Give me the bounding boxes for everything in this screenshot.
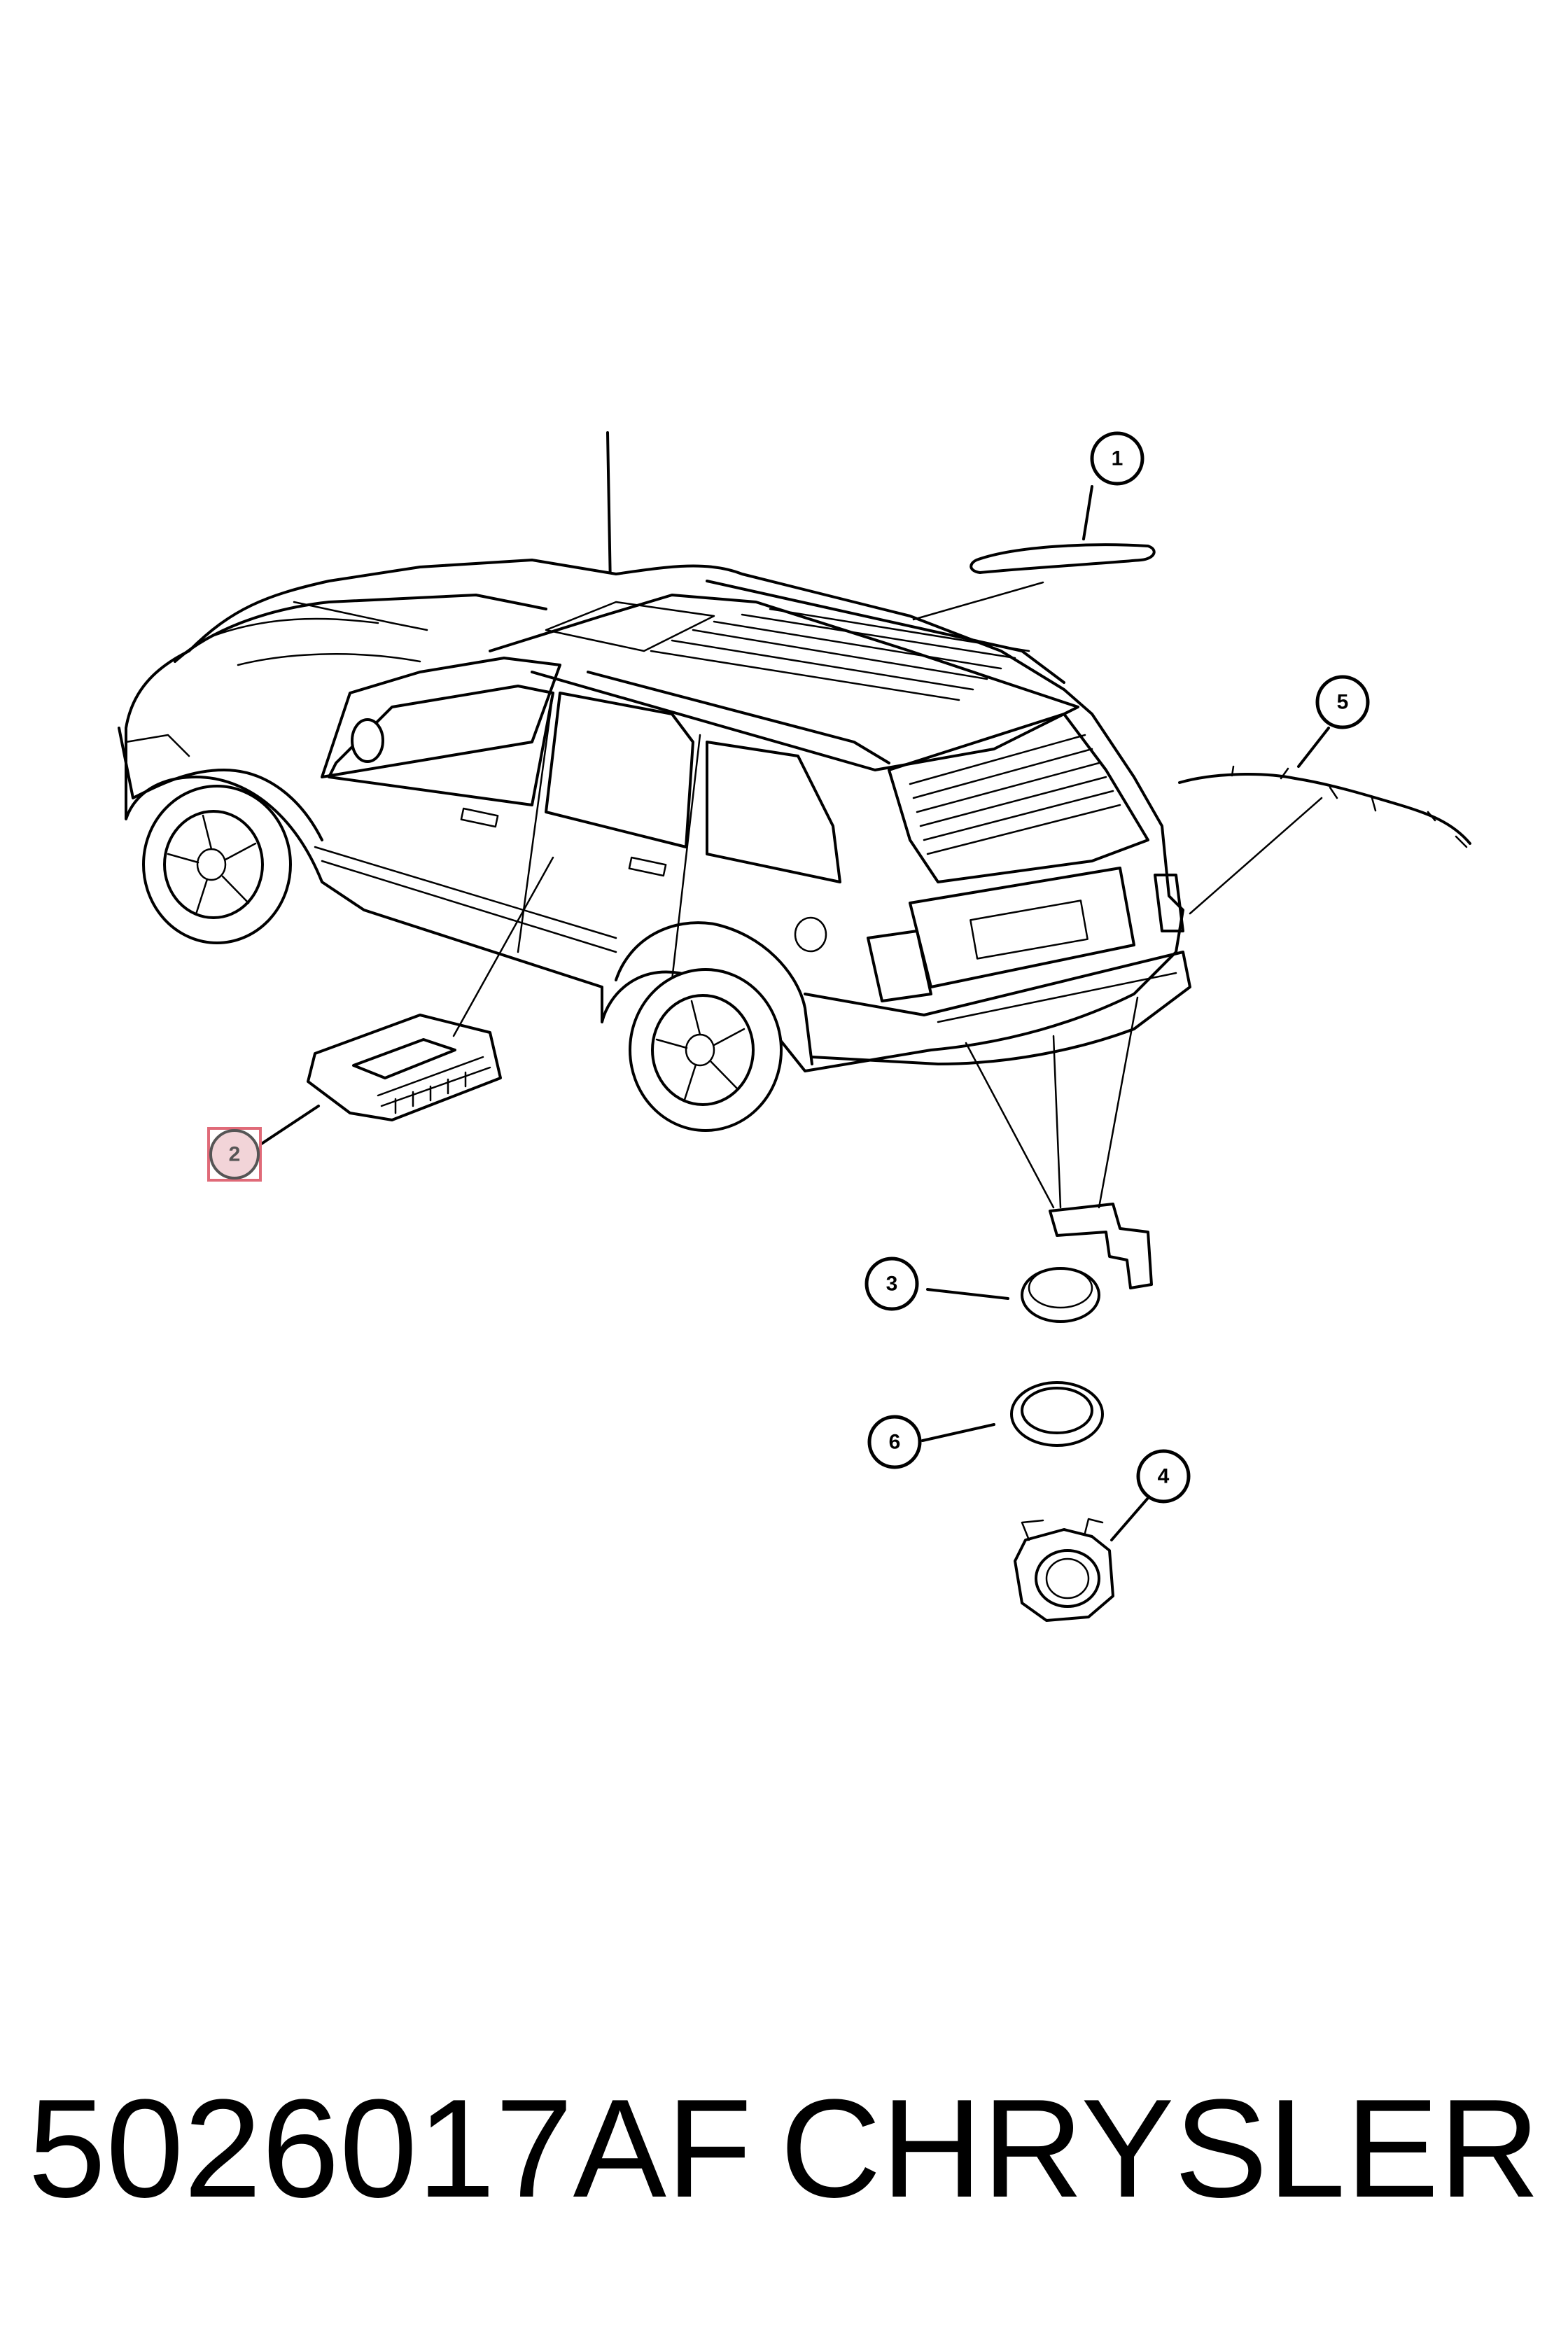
callout-6[interactable]: 6: [867, 1415, 922, 1469]
callout-2-label: 2: [229, 1143, 241, 1166]
callout-3[interactable]: 3: [864, 1256, 919, 1311]
part-4-bracket: [1014, 1497, 1149, 1622]
callout-1[interactable]: 1: [1090, 431, 1144, 486]
part-1-seal: [912, 485, 1156, 621]
callout-6-label: 6: [889, 1431, 901, 1454]
callout-5-label: 5: [1337, 691, 1349, 714]
part-2-module: [259, 856, 554, 1146]
vehicle-illustration: [118, 431, 1191, 1132]
callout-2-highlight-box: [207, 1127, 262, 1182]
callout-4[interactable]: 4: [1136, 1449, 1191, 1504]
part-number: 5026017AF: [28, 2071, 752, 2227]
callout-4-label: 4: [1158, 1465, 1170, 1488]
part-6-bezel: [921, 1381, 1104, 1447]
part-caption: 5026017AF CHRYSLER: [28, 2072, 1540, 2226]
part-5-harness: [1178, 727, 1471, 915]
part-3-sensor: [926, 996, 1153, 1323]
callout-5[interactable]: 5: [1315, 675, 1370, 729]
callout-2[interactable]: 2: [207, 1127, 262, 1182]
front-wheel: [142, 785, 292, 944]
brand-name: CHRYSLER: [780, 2071, 1540, 2227]
callout-1-label: 1: [1112, 447, 1124, 470]
callout-3-label: 3: [886, 1273, 898, 1296]
rear-wheel: [629, 968, 783, 1132]
